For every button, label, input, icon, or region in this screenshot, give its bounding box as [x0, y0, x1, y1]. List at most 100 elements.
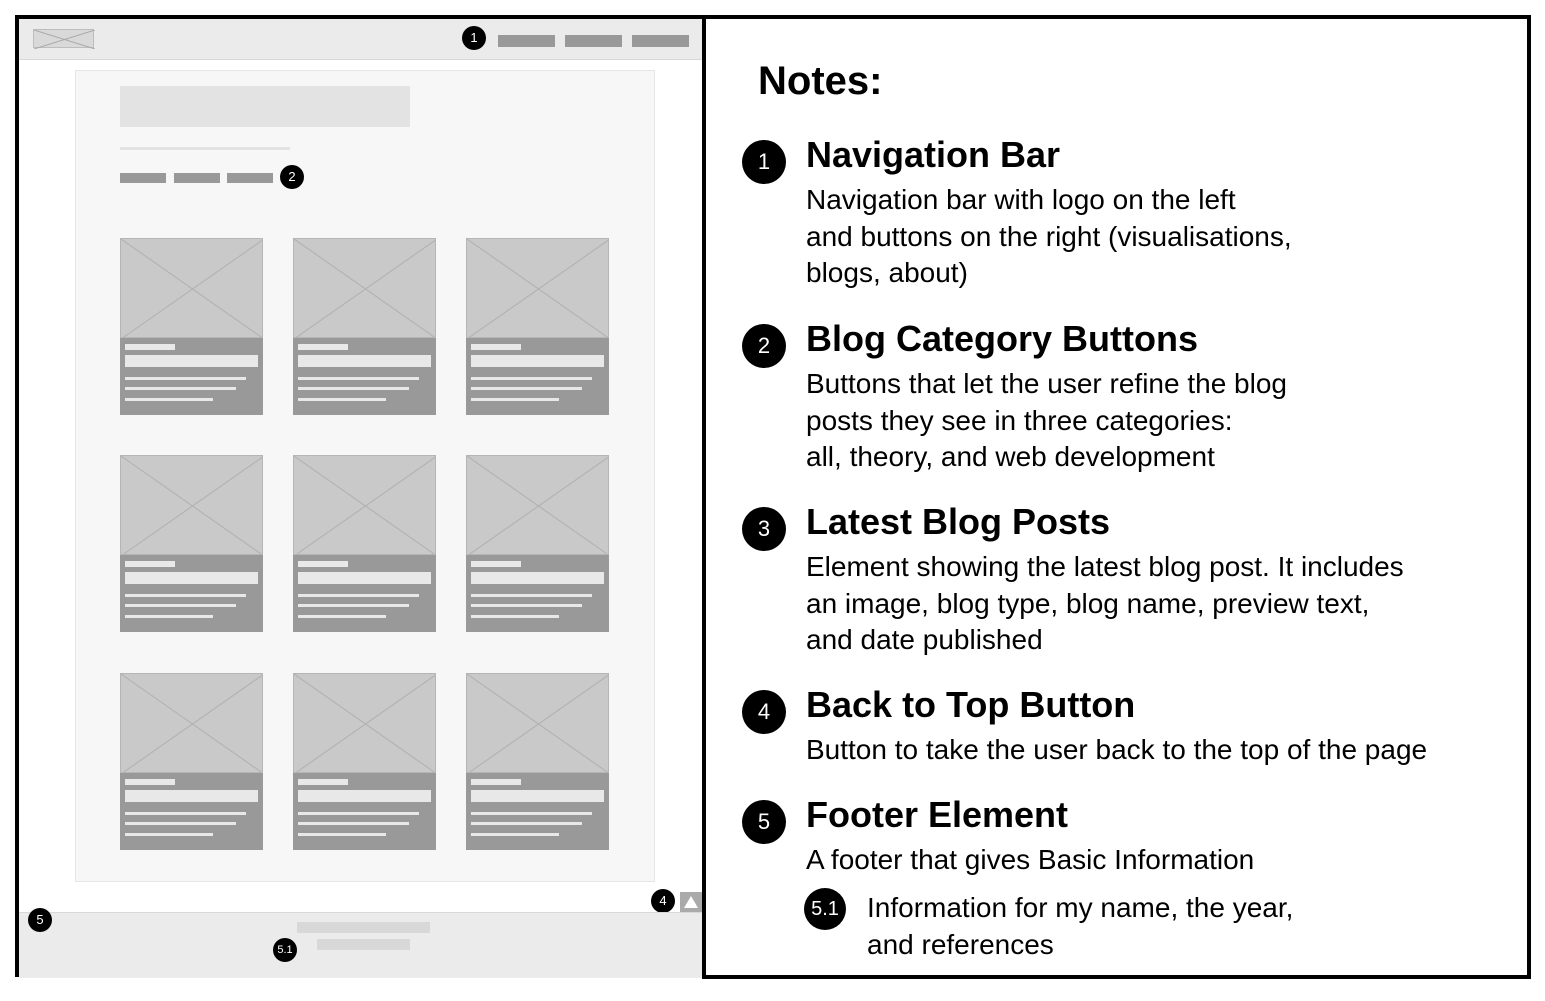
title-underline	[120, 147, 290, 150]
date-placeholder	[125, 615, 213, 618]
image-placeholder-icon	[466, 238, 609, 338]
post-name-placeholder	[471, 790, 604, 802]
post-type-placeholder	[298, 561, 348, 567]
note-marker: 5	[742, 800, 786, 844]
post-name-placeholder	[125, 355, 258, 367]
date-placeholder	[298, 615, 386, 618]
note-description: Navigation bar with logo on the left and…	[806, 184, 1292, 288]
date-placeholder	[471, 398, 559, 401]
preview-text-line	[298, 594, 419, 597]
preview-text-line	[125, 387, 236, 390]
marker-2: 2	[280, 165, 304, 189]
note-description: A footer that gives Basic Information	[806, 844, 1255, 875]
post-type-placeholder	[298, 344, 348, 350]
blog-post-card	[293, 455, 436, 632]
marker-4: 4	[651, 889, 675, 913]
post-type-placeholder	[298, 779, 348, 785]
post-type-placeholder	[125, 779, 175, 785]
blog-post-card	[293, 238, 436, 415]
date-placeholder	[471, 615, 559, 618]
image-placeholder-icon	[120, 673, 263, 773]
post-type-placeholder	[125, 561, 175, 567]
note-description: Button to take the user back to the top …	[806, 734, 1428, 765]
note-heading: Latest Blog Posts	[806, 501, 1111, 542]
preview-text-line	[298, 604, 409, 607]
footer-line	[317, 939, 410, 950]
post-details	[466, 555, 609, 632]
preview-text-line	[298, 377, 419, 380]
preview-text-line	[125, 594, 246, 597]
page-title-placeholder	[120, 86, 410, 127]
note-heading: Back to Top Button	[806, 684, 1136, 725]
date-placeholder	[125, 833, 213, 836]
preview-text-line	[471, 822, 582, 825]
blog-post-card	[466, 455, 609, 632]
image-placeholder-icon	[33, 29, 95, 49]
preview-text-line	[298, 812, 419, 815]
post-type-placeholder	[471, 561, 521, 567]
post-name-placeholder	[471, 355, 604, 367]
post-details	[466, 338, 609, 415]
arrow-up-icon	[684, 896, 698, 908]
post-name-placeholder	[125, 790, 258, 802]
note-heading: Footer Element	[806, 794, 1069, 835]
date-placeholder	[471, 833, 559, 836]
post-type-placeholder	[471, 344, 521, 350]
note-marker: 2	[742, 324, 786, 368]
wireframe-mockup: 1 3 2 4 5.1 5	[15, 15, 706, 978]
note-marker: 1	[742, 140, 786, 184]
note-heading: Navigation Bar	[806, 134, 1061, 175]
post-name-placeholder	[298, 355, 431, 367]
post-type-placeholder	[471, 779, 521, 785]
notes-title: Notes:	[758, 59, 883, 103]
post-name-placeholder	[298, 572, 431, 584]
image-placeholder-icon	[120, 455, 263, 555]
note-marker: 4	[742, 690, 786, 734]
blog-post-card	[120, 673, 263, 850]
sub-note-marker: 5.1	[804, 888, 846, 930]
nav-button	[498, 35, 555, 47]
back-to-top-button	[680, 892, 702, 912]
blog-post-card	[120, 455, 263, 632]
category-button	[120, 173, 166, 183]
image-placeholder-icon	[466, 673, 609, 773]
marker-5: 5	[28, 908, 52, 932]
blog-post-card	[293, 673, 436, 850]
marker-1: 1	[462, 26, 486, 50]
date-placeholder	[125, 398, 213, 401]
content-container: 2	[75, 70, 655, 882]
note-heading: Blog Category Buttons	[806, 318, 1198, 359]
category-button	[174, 173, 220, 183]
blog-post-card	[466, 673, 609, 850]
post-details	[293, 773, 436, 850]
preview-text-line	[298, 822, 409, 825]
note-marker: 3	[742, 507, 786, 551]
post-details	[120, 773, 263, 850]
post-type-placeholder	[125, 344, 175, 350]
post-details	[293, 338, 436, 415]
blog-post-card	[466, 238, 609, 415]
image-placeholder-icon	[293, 238, 436, 338]
date-placeholder	[298, 398, 386, 401]
preview-text-line	[125, 604, 236, 607]
post-name-placeholder	[298, 790, 431, 802]
post-details	[293, 555, 436, 632]
sub-note-description: Information for my name, the year, and r…	[867, 892, 1294, 960]
image-placeholder-icon	[120, 238, 263, 338]
preview-text-line	[471, 594, 592, 597]
blog-post-card	[120, 238, 263, 415]
note-description: Buttons that let the user refine the blo…	[806, 368, 1287, 472]
navigation-bar: 1	[19, 19, 706, 60]
date-placeholder	[298, 833, 386, 836]
preview-text-line	[125, 822, 236, 825]
note-description: Element showing the latest blog post. It…	[806, 551, 1404, 655]
nav-button	[632, 35, 689, 47]
footer-line	[297, 922, 430, 933]
post-name-placeholder	[125, 572, 258, 584]
image-placeholder-icon	[466, 455, 609, 555]
post-details	[120, 555, 263, 632]
notes-panel: Notes: 1 Navigation Bar Navigation bar w…	[702, 15, 1531, 979]
image-placeholder-icon	[293, 455, 436, 555]
nav-button	[565, 35, 622, 47]
image-placeholder-icon	[293, 673, 436, 773]
